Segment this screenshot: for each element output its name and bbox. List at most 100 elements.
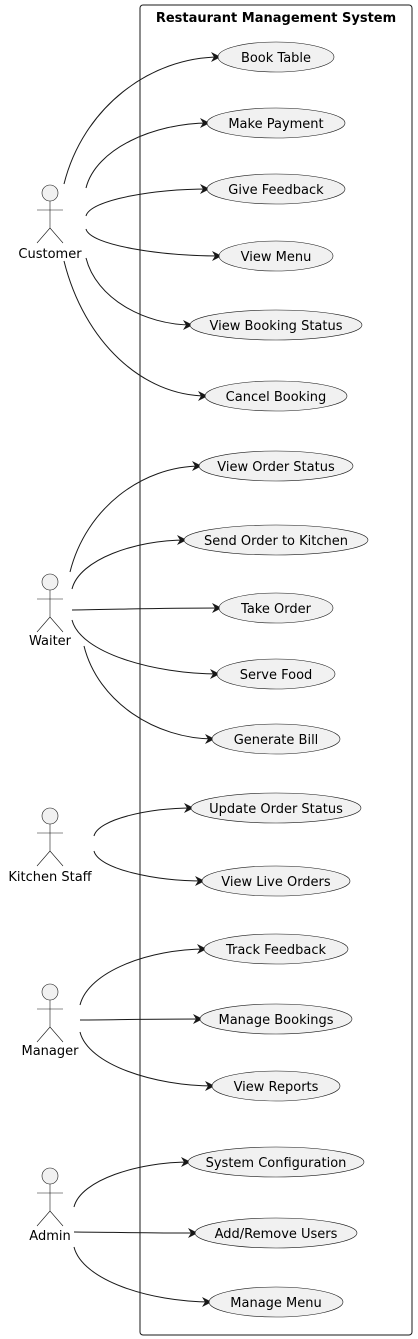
association-waiter-serve-food <box>71 619 220 679</box>
actor-customer: Customer <box>18 184 82 262</box>
use-case-ellipse <box>194 1217 358 1249</box>
actor-head-icon <box>41 983 59 1001</box>
use-case-ellipse <box>218 240 334 272</box>
actor-manager: Manager <box>22 983 80 1059</box>
associations <box>63 52 222 1307</box>
use-case-ellipse <box>183 524 369 556</box>
use-case-ellipse <box>211 723 341 755</box>
actor-label: Admin <box>29 1229 70 1244</box>
association-waiter-send-order <box>71 535 187 590</box>
use-case-label: Add/Remove Users <box>215 1227 338 1242</box>
use-case-label: View Reports <box>234 1080 319 1095</box>
use-case-label: View Live Orders <box>221 875 331 890</box>
use-case-ellipse <box>218 592 334 624</box>
system-title: Restaurant Management System <box>156 11 396 26</box>
use-case-add-remove-users: Add/Remove Users <box>194 1217 358 1249</box>
actor-head-icon <box>41 1167 59 1185</box>
association-customer-view-booking-status <box>85 257 193 330</box>
actor-head-icon <box>41 807 59 825</box>
actor-body-icon <box>36 590 64 633</box>
use-case-label: Manage Menu <box>230 1296 321 1311</box>
actor-label: Waiter <box>29 634 72 649</box>
use-case-ellipse <box>204 380 348 412</box>
use-case-label: Give Feedback <box>228 183 324 198</box>
use-case-ellipse <box>203 933 349 965</box>
actor-waiter: Waiter <box>29 573 72 649</box>
use-case-label: Send Order to Kitchen <box>204 534 348 549</box>
association-manager-manage-bookings <box>79 1014 203 1025</box>
association-waiter-view-order-status <box>69 461 202 573</box>
use-case-label: Update Order Status <box>209 802 343 817</box>
use-case-update-order-status: Update Order Status <box>190 792 362 824</box>
actor-admin: Admin <box>29 1167 71 1244</box>
use-case-book-table: Book Table <box>217 41 335 73</box>
use-case-give-feedback: Give Feedback <box>206 173 346 205</box>
use-case-ellipse <box>187 1146 365 1178</box>
use-case-view-menu: View Menu <box>218 240 334 272</box>
use-case-label: System Configuration <box>206 1156 347 1171</box>
use-case-manage-bookings: Manage Bookings <box>199 1003 353 1035</box>
use-case-label: View Menu <box>241 250 312 265</box>
use-case-label: View Booking Status <box>210 319 343 334</box>
association-admin-manage-menu <box>73 1246 212 1307</box>
use-case-generate-bill: Generate Bill <box>211 723 341 755</box>
association-waiter-generate-bill <box>83 645 215 744</box>
use-case-track-feedback: Track Feedback <box>203 933 349 965</box>
use-case-ellipse <box>206 173 346 205</box>
use-case-ellipse <box>201 865 351 897</box>
use-case-label: Manage Bookings <box>218 1013 333 1028</box>
association-kitchen-view-live-orders <box>93 850 205 886</box>
actor-head-icon <box>41 184 59 202</box>
association-customer-give-feedback <box>85 184 210 217</box>
actor-label: Manager <box>22 1044 80 1059</box>
use-case-view-booking-status: View Booking Status <box>189 309 363 341</box>
use-case-ellipse <box>190 792 362 824</box>
actor-body-icon <box>36 824 64 867</box>
use-case-label: Serve Food <box>240 668 313 683</box>
use-case-manage-menu: Manage Menu <box>208 1286 344 1318</box>
association-customer-cancel-booking <box>63 260 208 401</box>
use-case-view-reports: View Reports <box>211 1070 341 1102</box>
use-case-ellipse <box>216 658 336 690</box>
use-case-label: Generate Bill <box>234 733 319 748</box>
use-case-label: View Order Status <box>217 460 335 475</box>
association-customer-make-payment <box>85 118 210 189</box>
association-customer-book-table <box>63 52 221 185</box>
association-customer-view-menu <box>85 228 222 261</box>
use-case-cancel-booking: Cancel Booking <box>204 380 348 412</box>
use-case-label: Cancel Booking <box>226 390 327 405</box>
use-case-view-live-orders: View Live Orders <box>201 865 351 897</box>
use-case-system-config: System Configuration <box>187 1146 365 1178</box>
use-case-label: Book Table <box>241 51 311 66</box>
actor-body-icon <box>36 1000 64 1043</box>
use-case-ellipse <box>206 107 346 139</box>
use-case-label: Track Feedback <box>225 943 327 958</box>
association-admin-add-remove-users <box>73 1227 198 1238</box>
actor-body-icon <box>36 201 64 244</box>
use-case-view-order-status: View Order Status <box>198 450 354 482</box>
use-case-ellipse <box>198 450 354 482</box>
association-manager-track-feedback <box>79 944 207 1006</box>
use-case-label: Take Order <box>240 602 312 617</box>
association-admin-system-config <box>73 1157 191 1208</box>
use-case-take-order: Take Order <box>218 592 334 624</box>
actor-label: Kitchen Staff <box>8 870 92 885</box>
use-case-ellipse <box>217 41 335 73</box>
actor-head-icon <box>41 573 59 591</box>
association-waiter-take-order <box>71 603 222 614</box>
use-case-ellipse <box>189 309 363 341</box>
actor-label: Customer <box>18 247 82 262</box>
use-case-serve-food: Serve Food <box>216 658 336 690</box>
use-case-ellipse <box>211 1070 341 1102</box>
actor-kitchen: Kitchen Staff <box>8 807 93 885</box>
use-case-ellipse <box>199 1003 353 1035</box>
association-manager-view-reports <box>79 1031 215 1091</box>
association-kitchen-update-order-status <box>93 803 194 837</box>
use-case-send-order: Send Order to Kitchen <box>183 524 369 556</box>
use-case-make-payment: Make Payment <box>206 107 346 139</box>
actor-body-icon <box>36 1184 64 1227</box>
use-case-label: Make Payment <box>228 117 323 132</box>
